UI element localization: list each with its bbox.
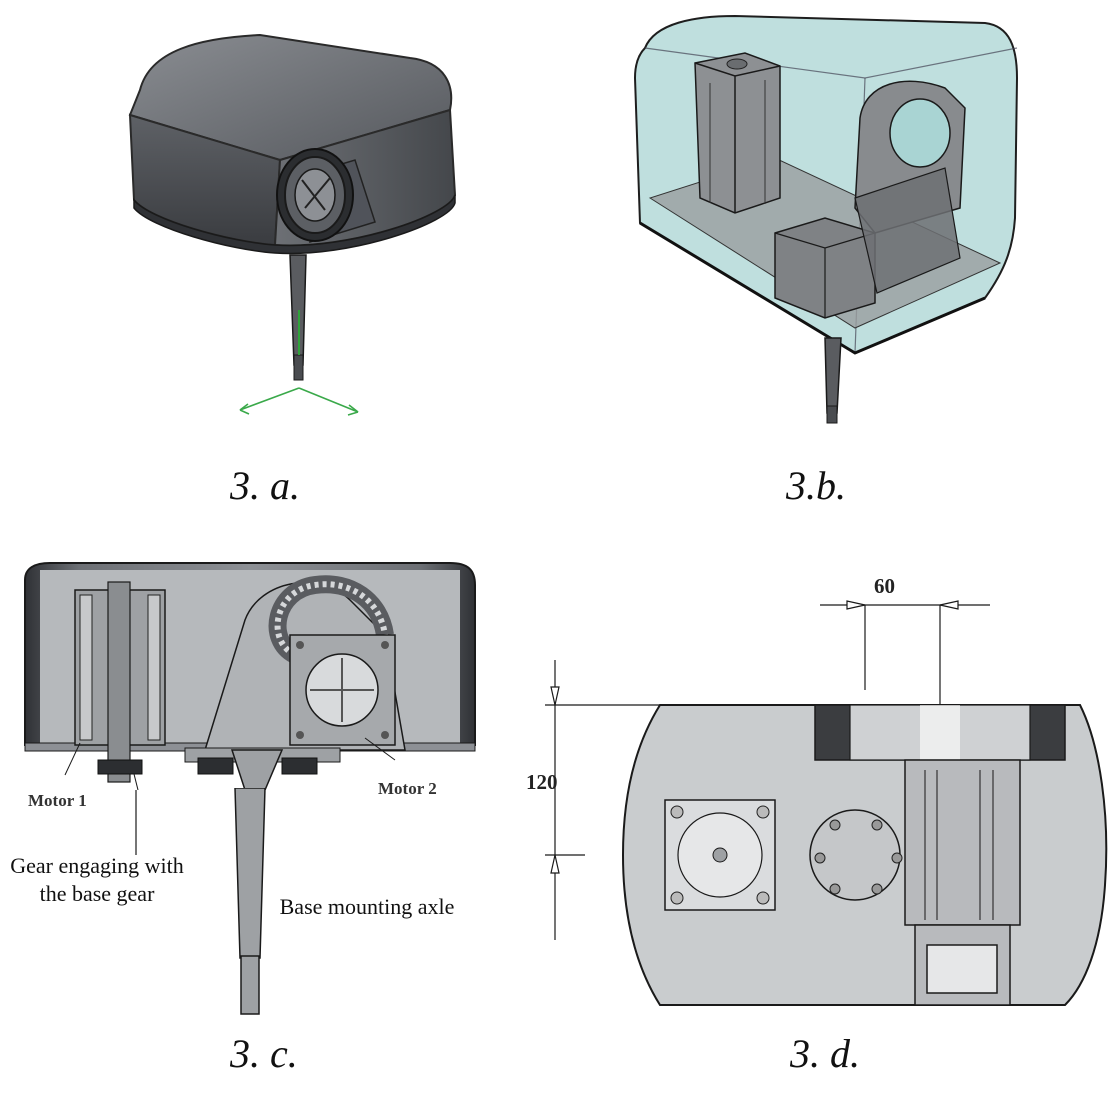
bracket-ring-shape xyxy=(814,704,1066,761)
dimension-120-lines xyxy=(545,660,815,940)
closed-housing-drawing xyxy=(110,10,460,430)
dimension-120-label: 120 xyxy=(526,770,558,794)
panel-b-transparent-housing xyxy=(615,8,1020,433)
motor-1-shape xyxy=(694,52,781,214)
caption-panel-b: 3.b. xyxy=(786,463,846,508)
gear-callout: Gear engaging with the base gear xyxy=(10,853,184,906)
dimension-60-label: 60 xyxy=(874,574,895,598)
panel-c-section-view xyxy=(20,560,480,790)
motor-top-view xyxy=(904,759,1021,1006)
dimension-60-lines xyxy=(820,600,990,705)
axle-callout: Base mounting axle xyxy=(279,894,455,919)
gear-leader-line xyxy=(134,790,138,855)
caption-panel-a: 3. a. xyxy=(230,463,300,508)
top-view-drawing xyxy=(525,565,1110,1030)
square-motor-face xyxy=(664,799,776,911)
round-flange xyxy=(809,809,903,901)
axle-lower-section xyxy=(230,788,270,1018)
motor-1-label: Motor 1 xyxy=(28,791,87,810)
transparent-housing-drawing xyxy=(615,8,1020,433)
panel-a-closed-housing xyxy=(110,10,460,430)
motor-1-section xyxy=(74,581,166,783)
axis-triad-icon xyxy=(239,387,359,416)
motor-2-face xyxy=(289,634,396,746)
caption-panel-d: 3. d. xyxy=(790,1031,860,1076)
section-view-drawing xyxy=(20,560,480,790)
caption-panel-c: 3. c. xyxy=(230,1031,298,1076)
motor-2-label: Motor 2 xyxy=(378,779,437,798)
panel-d-top-view xyxy=(525,565,1110,1030)
